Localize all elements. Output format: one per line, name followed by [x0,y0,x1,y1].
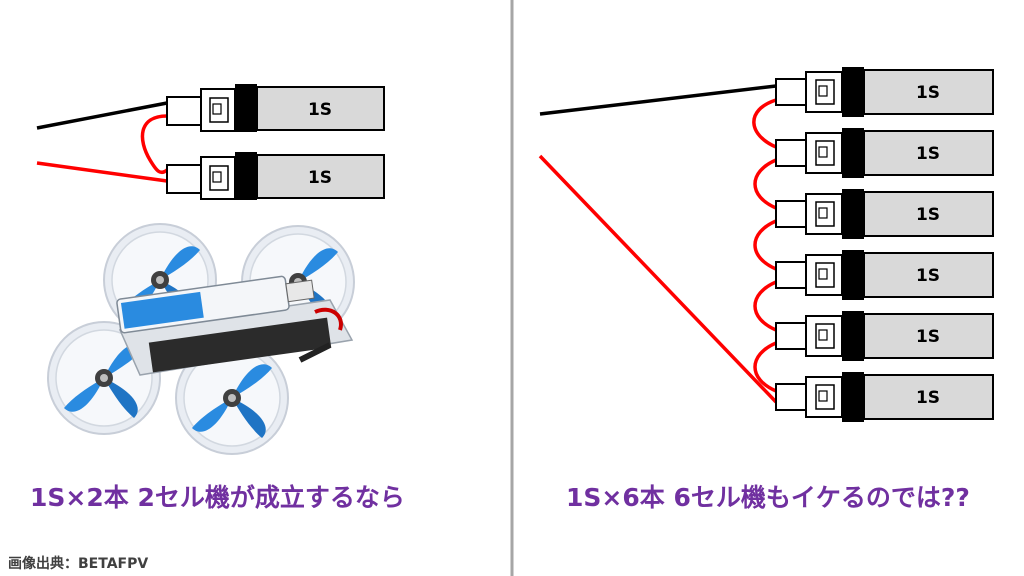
right-red-wire [538,154,778,404]
left-black-wire [36,101,168,130]
right-battery-6: 1S [775,372,994,422]
right-battery-2-label: 1S [916,144,940,164]
left-battery-1: 1S [166,84,385,132]
left-series-link [140,114,169,175]
right-battery-3-label: 1S [916,205,940,225]
left-battery-1-label: 1S [308,100,332,120]
drone-image [47,223,355,455]
right-black-wire [539,84,777,116]
left-caption: 1S×2本 2セル機が成立するなら [30,483,405,512]
right-wiring [538,84,778,404]
right-batteries: 1S 1S 1S 1S 1S 1S [775,67,994,422]
right-battery-1-label: 1S [916,83,940,103]
right-caption: 1S×6本 6セル機もイケるのでは?? [566,483,970,512]
right-battery-5: 1S [775,311,994,361]
right-battery-1: 1S [775,67,994,117]
right-series-links [752,98,777,393]
right-battery-5-label: 1S [916,327,940,347]
left-wiring [36,101,169,183]
right-battery-4: 1S [775,250,994,300]
left-battery-2-label: 1S [308,168,332,188]
image-credit: 画像出典：BETAFPV [8,556,149,572]
left-red-wire [36,161,168,183]
right-battery-6-label: 1S [916,388,940,408]
left-batteries: 1S 1S [166,84,385,200]
right-battery-4-label: 1S [916,266,940,286]
left-battery-2: 1S [166,152,385,200]
right-battery-2: 1S [775,128,994,178]
right-battery-3: 1S [775,189,994,239]
